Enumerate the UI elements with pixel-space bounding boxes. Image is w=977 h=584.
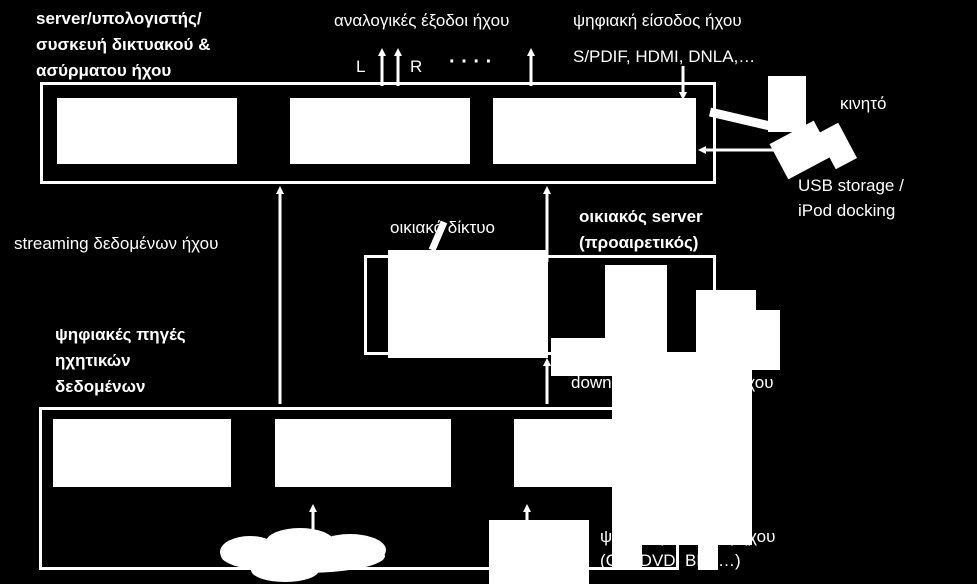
streaming-label: streaming δεδομένων ήχου <box>14 234 219 253</box>
output-right-label: R <box>410 57 423 76</box>
occluding-block-1 <box>612 360 742 390</box>
home-network-label: οικιακό δίκτυο <box>390 218 496 237</box>
mobile-device-icon <box>769 120 857 180</box>
source-component-3 <box>514 419 624 487</box>
sources-title-line-1: ψηφιακές πηγές <box>55 325 186 344</box>
usb-link-line <box>708 107 772 131</box>
output-more-dots: · · · · <box>449 51 493 73</box>
digital-device-label-line-1: ψηφιακή συσκευή ήχου <box>600 527 776 546</box>
digital-device-label-line-2: (CD, DVD, BD, …) <box>600 551 741 570</box>
cd-device-box <box>489 520 589 584</box>
server-title-line-3: ασύρματου ήχου <box>36 61 172 80</box>
digital-input-label: ψηφιακή είσοδος ήχου <box>573 11 742 30</box>
source-component-1 <box>53 419 231 487</box>
server-component-1 <box>57 98 237 164</box>
usb-label-line-1: USB storage / <box>798 176 904 195</box>
sources-title-line-2: ηχητικών <box>55 351 131 370</box>
usb-label-line-2: iPod docking <box>798 201 896 220</box>
server-title-line-1: server/υπολογιστής/ <box>36 9 202 28</box>
source-component-2 <box>275 419 451 487</box>
digital-input-formats: S/PDIF, HDMI, DNLA,… <box>573 47 756 66</box>
network-link-line <box>428 220 448 252</box>
usb-device <box>768 76 806 132</box>
sources-title-line-3: δεδομένων <box>55 377 146 396</box>
occluding-block-2 <box>612 522 717 572</box>
home-server-title-line-1: οικιακός server <box>579 207 703 226</box>
cloud-icon <box>220 528 386 582</box>
analog-outputs-label: αναλογικές έξοδοι ήχου <box>334 11 510 30</box>
mobile-label: κινητό <box>840 94 887 113</box>
home-server-title-line-2: (προαιρετικός) <box>579 233 699 252</box>
server-component-3 <box>493 98 696 164</box>
output-left-label: L <box>356 57 366 76</box>
server-title-line-2: συσκευή δικτυακού & <box>36 35 211 54</box>
server-component-2 <box>290 98 470 164</box>
server-frame <box>40 82 716 184</box>
home-server-component <box>388 250 548 358</box>
